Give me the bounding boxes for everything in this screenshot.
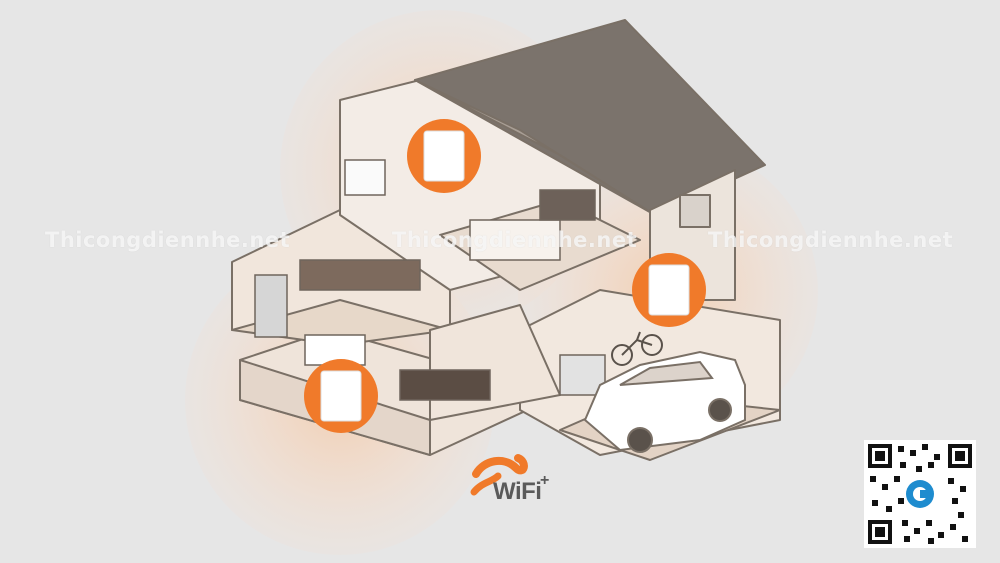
wifi-logo-text: WiFi [493,478,542,505]
router-device-icon [423,130,465,182]
wifi-plus-logo-icon [470,454,528,496]
router-upper [407,119,481,193]
router-device-icon [648,264,690,316]
watermark-center: Thicongdiennhe.net [392,228,638,252]
watermark-right: Thicongdiennhe.net [708,228,954,252]
roof [414,19,766,216]
kitchen-counter [299,259,421,291]
router-device-icon [320,370,362,422]
bicycle-icon [611,331,663,366]
router-garage [632,253,706,327]
wifi-logo-plus: + [540,472,550,489]
router-ground [304,359,378,433]
qr-code-icon [864,440,976,548]
furniture [254,159,606,401]
car-icon [583,350,746,453]
bed-headboard [539,189,596,221]
bathroom-vanity [344,159,386,196]
fridge [254,274,288,338]
dining-table [399,369,491,401]
watermark-left: Thicongdiennhe.net [45,228,291,252]
washing-machine [559,354,606,396]
bed [469,219,561,261]
window-right [679,194,711,228]
